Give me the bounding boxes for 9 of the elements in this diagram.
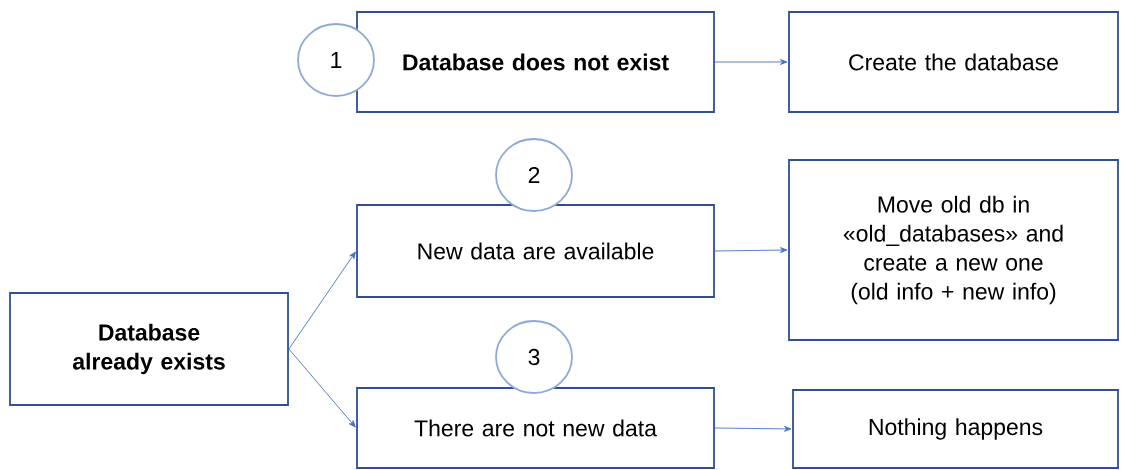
arrow bbox=[288, 251, 356, 350]
process-box: Nothing happens bbox=[792, 389, 1119, 469]
process-box: Move old db in «old_databases» and create a new one (old info + new info) bbox=[788, 159, 1119, 341]
process-box: Database already exists bbox=[9, 292, 289, 406]
arrow bbox=[714, 59, 788, 65]
process-box: Create the database bbox=[788, 11, 1119, 113]
arrow bbox=[288, 348, 356, 428]
arrow bbox=[714, 425, 792, 432]
arrow bbox=[714, 247, 788, 254]
